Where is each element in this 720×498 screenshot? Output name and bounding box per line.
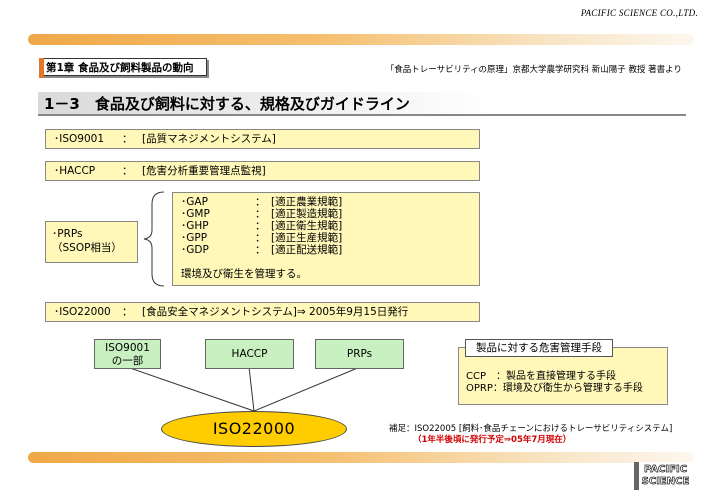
chapter-label: 第1章 食品及び飼料製品の動向 bbox=[39, 58, 207, 78]
title-background bbox=[38, 92, 686, 116]
prps-summary: 環境及び衛生を管理する。 bbox=[181, 268, 307, 280]
iso9001-row: ･ISO9001 ： [品質マネジメントシステム] bbox=[45, 129, 480, 149]
note-line2: （1年半後頃に発行予定⇒05年7月現在） bbox=[413, 435, 572, 445]
company-name: PACIFIC SCIENCE CO.,LTD. bbox=[580, 8, 698, 18]
supplement-note: 補足：ISO22005 [飼料･食品チェーンにおけるトレーサビリティシステム] … bbox=[389, 424, 672, 446]
iso9001-part-box: ISO9001 の一部 bbox=[94, 339, 161, 369]
row-key: ･ISO9001 bbox=[54, 133, 104, 145]
row-value: [危害分析重要管理点監視] bbox=[142, 165, 266, 177]
hazard-title: 製品に対する危害管理手段 bbox=[465, 339, 613, 357]
prps-label-line2: （SSOP相当） bbox=[52, 242, 122, 254]
haccp-box: HACCP bbox=[205, 339, 294, 369]
prps-item-ghp: ･GHP：[適正衛生規範] bbox=[181, 220, 343, 232]
logo-line1: PACIFIC bbox=[643, 464, 688, 476]
prps-label-line1: ･PRPs bbox=[52, 228, 83, 240]
row-value: [品質マネジメントシステム] bbox=[142, 133, 276, 145]
row-key: ･HACCP bbox=[54, 165, 96, 177]
prps-item-gpp: ･GPP：[適正生産規範] bbox=[181, 232, 343, 244]
prps-label-box: ･PRPs （SSOP相当） bbox=[45, 221, 138, 263]
row-colon: ： bbox=[122, 165, 133, 177]
source-citation: 「食品トレーサビリティの原理」京都大学農学研究科 新山陽子 教授 著書より bbox=[385, 65, 682, 75]
prps-brace bbox=[143, 191, 165, 287]
iso22000-row: ･ISO22000 ： [食品安全マネジメントシステム]⇒ 2005年9月15日発行 bbox=[45, 302, 480, 322]
pacific-science-logo: PACIFIC SCIENCE bbox=[634, 462, 692, 490]
prps-item-gmp: ･GMP：[適正製造規範] bbox=[181, 208, 343, 220]
top-decorative-bar bbox=[28, 34, 694, 45]
bottom-decorative-bar bbox=[28, 452, 694, 463]
box-line: ISO9001 bbox=[105, 342, 150, 354]
row-value: [食品安全マネジメントシステム]⇒ 2005年9月15日発行 bbox=[142, 306, 409, 318]
note-line1: 補足：ISO22005 [飼料･食品チェーンにおけるトレーサビリティシステム] bbox=[389, 424, 673, 434]
row-colon: ： bbox=[122, 306, 133, 318]
prps-item-gdp: ･GDP：[適正配送規範] bbox=[181, 244, 343, 256]
page-title: 1－3 食品及び飼料に対する、規格及びガイドライン bbox=[38, 92, 686, 116]
prps-list-box: ･GAP：[適正農業規範] ･GMP：[適正製造規範] ･GHP：[適正衛生規範… bbox=[172, 192, 480, 286]
box-line: の一部 bbox=[111, 355, 144, 367]
prps-box: PRPs bbox=[315, 339, 404, 369]
row-key: ･ISO22000 bbox=[54, 306, 111, 318]
hazard-line-ccp: CCP ：製品を直接管理する手段 bbox=[466, 371, 616, 382]
row-colon: ： bbox=[122, 133, 133, 145]
hazard-body: CCP ：製品を直接管理する手段 OPRP：環境及び衛生から管理する手段 bbox=[466, 371, 643, 395]
prps-item-gap: ･GAP：[適正農業規範] bbox=[181, 196, 343, 208]
haccp-row: ･HACCP ： [危害分析重要管理点監視] bbox=[45, 161, 480, 181]
iso22000-ellipse: ISO22000 bbox=[161, 411, 347, 447]
hazard-line-oprp: OPRP：環境及び衛生から管理する手段 bbox=[466, 383, 643, 394]
logo-line2: SCIENCE bbox=[641, 476, 690, 488]
